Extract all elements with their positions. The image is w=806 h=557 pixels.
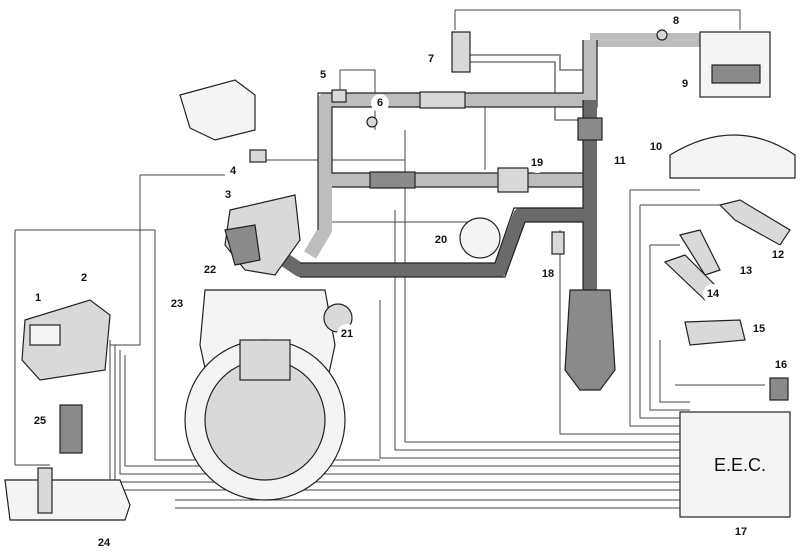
callout-19-label: 19 <box>531 157 543 169</box>
intake-silencer <box>419 91 466 109</box>
callout-16: 16 <box>771 355 791 375</box>
callout-7-label: 7 <box>428 53 434 65</box>
callout-11-label: 11 <box>614 155 626 167</box>
callout-14-label: 14 <box>707 288 720 300</box>
callout-1-label: 1 <box>35 292 41 304</box>
callout-18: 18 <box>538 264 558 284</box>
callout-22: 22 <box>200 260 220 280</box>
callout-3: 3 <box>219 186 237 204</box>
callout-6-label: 6 <box>377 97 383 109</box>
callout-24: 24 <box>94 533 114 553</box>
coolant-sensor <box>249 149 267 163</box>
callout-25-label: 25 <box>34 415 46 427</box>
callout-23: 23 <box>167 294 187 314</box>
eec-label: E.E.C. <box>714 455 766 475</box>
callout-24-label: 24 <box>98 537 111 549</box>
callout-21-label: 21 <box>341 328 353 340</box>
callout-15: 15 <box>749 319 769 339</box>
callout-2-label: 2 <box>81 272 87 284</box>
callout-20: 20 <box>431 230 451 250</box>
fuel-tank <box>4 479 131 521</box>
callout-10: 10 <box>646 137 666 157</box>
egr-pipe-muffler <box>369 171 416 189</box>
callout-21: 21 <box>337 324 357 344</box>
callout-16-label: 16 <box>775 359 787 371</box>
callout-19: 19 <box>527 153 547 173</box>
ignition-module <box>29 324 61 346</box>
wiring-harness <box>14 9 765 509</box>
callout-9: 9 <box>676 75 694 93</box>
callout-1: 1 <box>29 289 47 307</box>
oxygen-sensor <box>551 231 565 255</box>
callout-12: 12 <box>768 245 788 265</box>
piston <box>239 339 291 381</box>
callout-labels: 1 2 3 4 5 6 7 8 9 10 11 12 13 14 15 16 1… <box>29 12 791 553</box>
callout-6: 6 <box>371 94 389 112</box>
callout-22-label: 22 <box>204 264 216 276</box>
eec-box <box>679 411 791 518</box>
callout-12-label: 12 <box>772 249 784 261</box>
air-filter-element <box>711 64 761 84</box>
callout-9-label: 9 <box>682 78 688 90</box>
callout-4-label: 4 <box>230 165 237 177</box>
callout-8-label: 8 <box>673 15 679 27</box>
vacuum-solenoid <box>451 31 471 73</box>
catalytic-converter <box>564 289 616 391</box>
callout-4: 4 <box>224 162 242 180</box>
egr-valve <box>497 167 529 193</box>
diagnostic-connector <box>769 377 789 401</box>
callout-10-label: 10 <box>650 141 662 153</box>
check-valve <box>656 29 668 41</box>
callout-13: 13 <box>736 261 756 281</box>
air-junction <box>577 117 603 141</box>
callout-25: 25 <box>30 411 50 431</box>
throttle-body <box>179 79 256 141</box>
fuel-pump <box>37 467 53 514</box>
callout-5-label: 5 <box>320 69 326 81</box>
callout-15-label: 15 <box>753 323 765 335</box>
callout-11: 11 <box>610 151 630 171</box>
callout-23-label: 23 <box>171 298 183 310</box>
callout-2: 2 <box>75 269 93 287</box>
callout-5: 5 <box>314 66 332 84</box>
speed-sensor <box>684 319 746 346</box>
fuel-filter <box>59 404 83 454</box>
charcoal-canister <box>459 217 501 259</box>
brake-pedal <box>718 199 791 246</box>
callout-14: 14 <box>703 284 723 304</box>
air-temp-sensor <box>366 116 378 128</box>
map-sensor <box>331 89 347 103</box>
callout-3-label: 3 <box>225 189 231 201</box>
callout-20-label: 20 <box>435 234 447 246</box>
callout-17-label: 17 <box>735 526 747 538</box>
callout-7: 7 <box>422 50 440 68</box>
callout-17: 17 <box>731 522 751 542</box>
callout-18-label: 18 <box>542 268 554 280</box>
callout-8: 8 <box>667 12 685 30</box>
eec-module: E.E.C. <box>679 411 791 518</box>
callout-13-label: 13 <box>740 265 752 277</box>
intake-pipework <box>303 33 760 259</box>
distributor-housing <box>21 299 111 381</box>
instrument-cluster <box>669 134 796 179</box>
fuel-injector <box>224 224 261 266</box>
clutch-pedal <box>679 229 721 276</box>
